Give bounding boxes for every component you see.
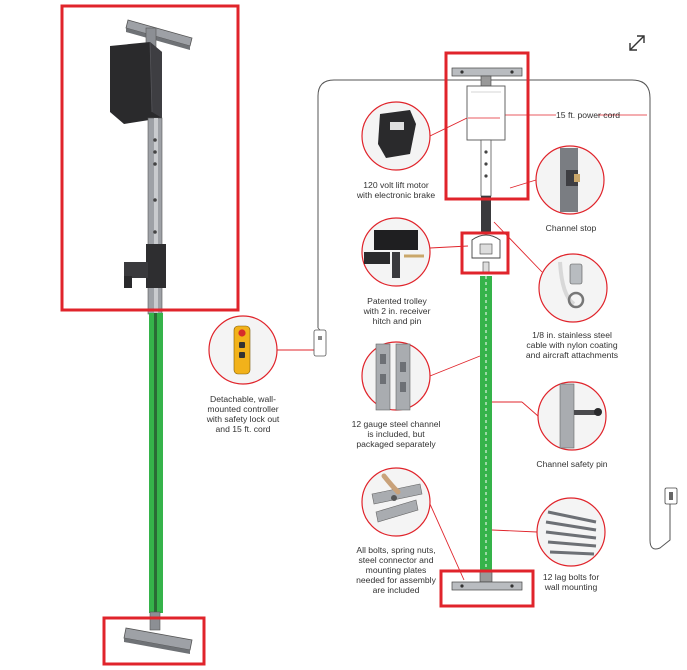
label-channel-stop: Channel stop [545,223,597,233]
highlight-left-bottom [102,616,206,666]
right-green-channel [480,276,492,572]
label-power-cord: 15 ft. power cord [556,110,621,120]
label-controller: Detachable, wall- mounted controller wit… [206,394,280,434]
right-bottom-bracket [451,571,523,591]
highlight-right-bottom [439,569,535,608]
bolts-callout [361,467,465,581]
motor-callout [361,101,468,171]
hanging-controller [313,327,327,357]
highlight-right-motor [444,51,530,201]
power-cord [317,79,671,550]
right-trolley [471,234,501,275]
highlight-right-trolley [460,231,510,275]
label-bolts: All bolts, spring nuts, steel connector … [356,545,436,595]
right-lift-assembly [313,67,678,591]
lag-bolts-callout [491,497,606,567]
right-top-bracket [451,67,523,87]
highlight-boxes [60,4,535,666]
label-cable: 1/8 in. stainless steel cable with nylon… [525,330,619,360]
label-steel-channel: 12 gauge steel channel is included, but … [351,419,441,449]
label-lag-bolts: 12 lag bolts for wall mounting [542,572,600,592]
left-trolley-hitch [124,244,166,288]
controller-callout [208,315,314,385]
cable-callout [493,221,608,323]
left-bottom-bracket [123,611,193,654]
highlight-left-top [60,4,240,312]
trolley-callout [361,217,469,287]
safety-pin-callout [492,381,607,451]
channel-stop-callout [509,145,605,215]
right-upper-mast [480,139,492,232]
right-motor-box [466,85,506,141]
label-safety-pin: Channel safety pin [536,459,608,469]
expand-arrows-icon[interactable] [626,32,648,54]
controller-icon [233,325,251,375]
label-motor: 120 volt lift motor with electronic brak… [356,180,436,200]
left-green-channel [149,313,163,613]
left-motor-box [110,41,162,124]
wall-outlet [664,487,678,505]
steel-channel-callout [361,341,481,411]
left-lift-assembly [110,19,193,654]
label-trolley: Patented trolley with 2 in. receiver hit… [363,296,431,326]
